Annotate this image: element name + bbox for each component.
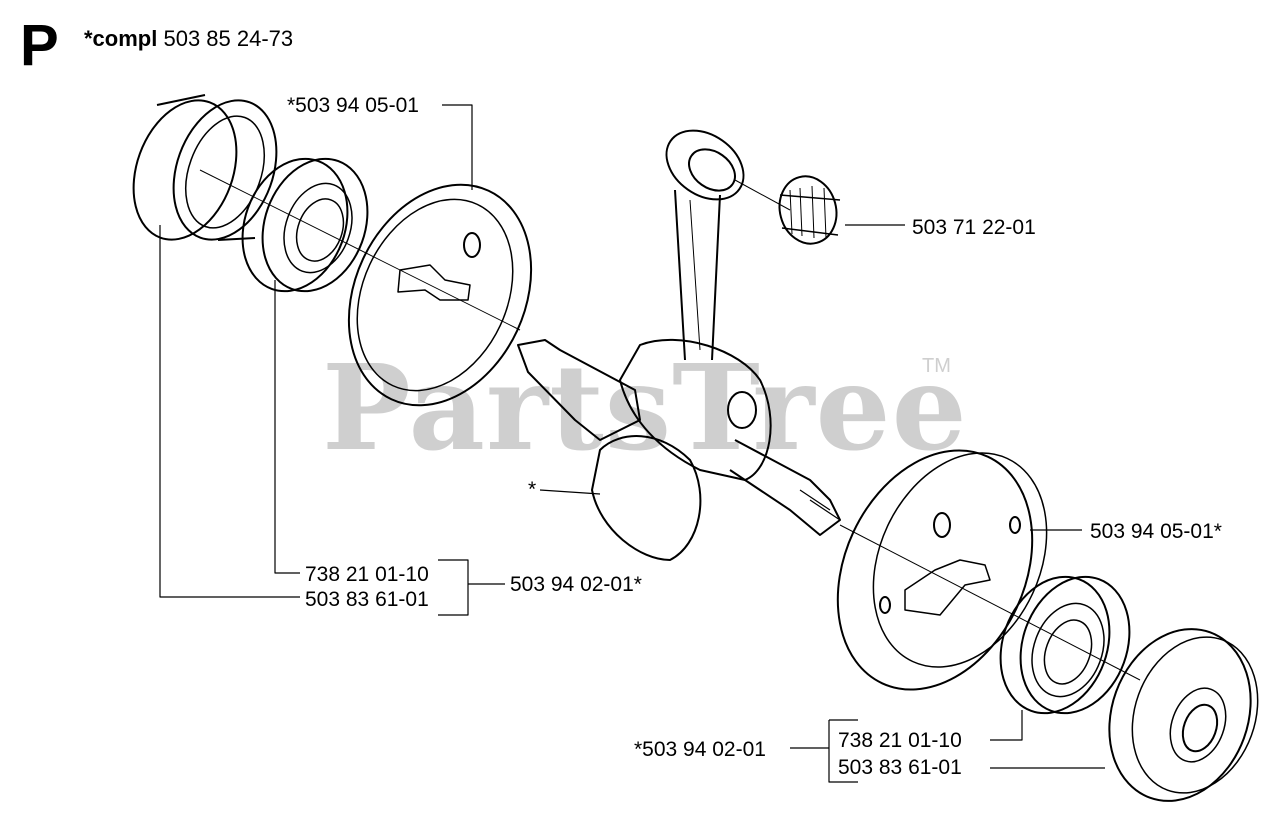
assembly-number: 503 85 24-73 [163, 26, 294, 51]
crankcase-half-lower-icon [836, 449, 1048, 691]
crankcase-half-upper-icon [347, 183, 533, 407]
connecting-rod-icon [665, 129, 745, 361]
ball-bearing-right-icon [999, 575, 1131, 715]
callout-housing-upper[interactable]: *503 94 05-01 [287, 94, 419, 117]
ball-bearing-left-icon [241, 157, 369, 293]
callout-crankshaft[interactable]: * [528, 478, 537, 501]
seal-ring-right-icon [1108, 628, 1259, 802]
callout-crank-left[interactable]: 503 94 02-01* [510, 573, 642, 596]
callout-needle-bearing[interactable]: 503 71 22-01 [912, 216, 1036, 239]
callout-seal-left[interactable]: 503 83 61-01 [305, 588, 429, 611]
callout-seal-right[interactable]: 503 83 61-01 [838, 756, 962, 779]
crankshaft-icon [517, 338, 841, 561]
watermark: PartsTree [322, 338, 968, 477]
assembly-title: *compl 503 85 24-73 [84, 26, 293, 52]
seal-ring-left-icon [132, 94, 278, 241]
callout-crank-right[interactable]: *503 94 02-01 [634, 738, 766, 761]
leader-lines [159, 104, 1141, 783]
watermark-trademark: TM [922, 355, 951, 377]
section-letter: P [20, 13, 59, 78]
needle-bearing-icon [778, 175, 841, 245]
callout-bearing-left[interactable]: 738 21 01-10 [305, 563, 429, 586]
callout-bearing-right[interactable]: 738 21 01-10 [838, 729, 962, 752]
callout-housing-lower[interactable]: 503 94 05-01* [1090, 520, 1222, 543]
assembly-prefix: *compl [84, 26, 158, 51]
